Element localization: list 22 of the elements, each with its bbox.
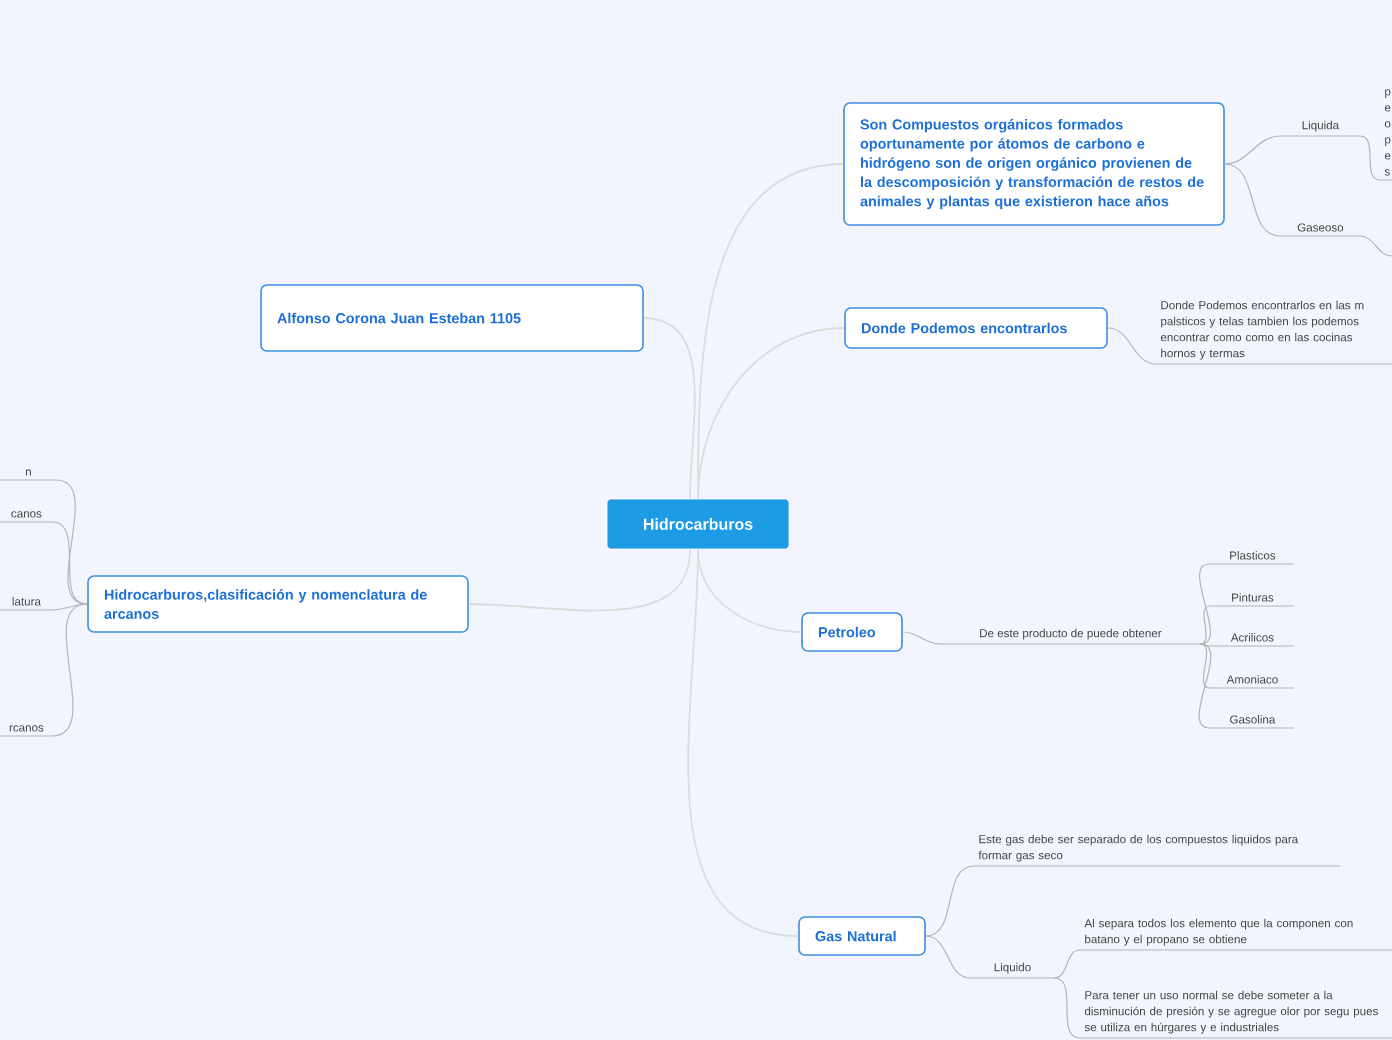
connector-line [1199,643,1295,689]
connector-line [467,548,691,612]
connector-line [687,548,800,937]
connector-line [1224,163,1361,237]
connector-line [925,865,1341,937]
connector-line [902,631,1201,645]
connector-line [925,935,1055,979]
connector-line [1053,977,1392,1039]
connector-line [1224,135,1361,165]
connector-line [0,521,88,605]
connector-line [1053,949,1392,979]
connector-line [642,317,696,500]
connector-line [1199,563,1295,645]
central-topic-box: Hidrocarburos [606,498,790,550]
connector-line [1107,327,1392,365]
connector-line [697,327,846,500]
connector-line [1199,605,1295,645]
connector-line [1198,643,1295,729]
connector-line [0,603,88,737]
connector-line [0,603,88,611]
connector-line [1359,135,1392,181]
connector-line [1359,235,1392,257]
